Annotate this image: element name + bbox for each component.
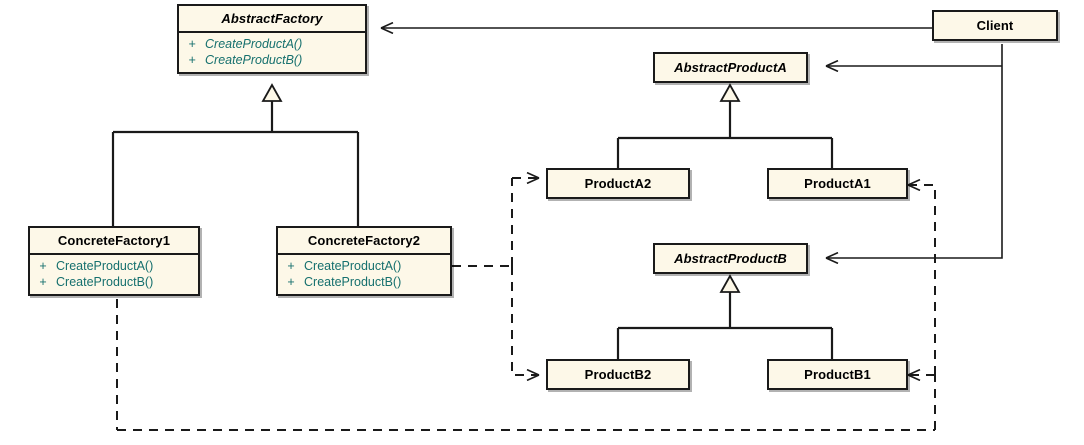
members-compartment-concrete-factory1: + CreateProductA() + CreateProductB(): [30, 255, 198, 294]
class-box-product-b1[interactable]: ProductB1: [767, 359, 908, 390]
compartment-divider: [179, 31, 365, 33]
member-visibility: +: [188, 53, 196, 67]
member-visibility: +: [39, 275, 47, 289]
member-row: + CreateProductB(): [30, 274, 198, 290]
edge-dependency-concretefactory1-creates: [116, 185, 936, 431]
class-title-product-a2: ProductA2: [584, 176, 652, 191]
class-title-product-b1: ProductB1: [804, 367, 871, 382]
class-title-abstract-factory: AbstractFactory: [221, 11, 323, 26]
member-visibility: +: [287, 275, 295, 289]
edge-generalization-products-b: [616, 274, 834, 359]
class-title-client: Client: [976, 18, 1014, 33]
member-visibility: +: [39, 259, 47, 273]
member-visibility: +: [287, 259, 295, 273]
edge-generalization-products-a: [616, 83, 834, 168]
member-row: + CreateProductA(): [30, 258, 198, 274]
class-title-concrete-factory1: ConcreteFactory1: [57, 233, 171, 248]
class-box-abstract-product-b[interactable]: AbstractProductB: [653, 243, 808, 274]
edge-dependency-concretefactory2-creates: [452, 178, 539, 375]
class-box-product-a2[interactable]: ProductA2: [546, 168, 690, 199]
class-title-product-a1: ProductA1: [804, 176, 871, 191]
class-title-abstract-product-b: AbstractProductB: [674, 251, 787, 266]
member-row: + CreateProductA(): [179, 36, 365, 52]
members-compartment-concrete-factory2: + CreateProductA() + CreateProductB(): [278, 255, 450, 294]
class-box-concrete-factory1[interactable]: ConcreteFactory1 + CreateProductA() + Cr…: [28, 226, 200, 296]
member-row: + CreateProductB(): [179, 52, 365, 68]
edge-generalization-factories: [111, 83, 360, 226]
class-box-product-a1[interactable]: ProductA1: [767, 168, 908, 199]
class-box-product-b2[interactable]: ProductB2: [546, 359, 690, 390]
class-box-client[interactable]: Client: [932, 10, 1058, 41]
member-signature: CreateProductB(): [205, 53, 303, 67]
edge-client-to-abstractproductb: [826, 44, 1003, 258]
member-visibility: +: [188, 37, 196, 51]
member-row: + CreateProductA(): [278, 258, 450, 274]
class-box-abstract-factory[interactable]: AbstractFactory + CreateProductA() + Cre…: [177, 4, 367, 74]
member-row: + CreateProductB(): [278, 274, 450, 290]
member-signature: CreateProductA(): [304, 259, 402, 273]
member-signature: CreateProductB(): [56, 275, 154, 289]
member-signature: CreateProductA(): [205, 37, 303, 51]
class-box-concrete-factory2[interactable]: ConcreteFactory2 + CreateProductA() + Cr…: [276, 226, 452, 296]
member-signature: CreateProductB(): [304, 275, 402, 289]
class-title-concrete-factory2: ConcreteFactory2: [307, 233, 421, 248]
class-box-abstract-product-a[interactable]: AbstractProductA: [653, 52, 808, 83]
members-compartment-abstract-factory: + CreateProductA() + CreateProductB(): [179, 33, 365, 72]
class-title-product-b2: ProductB2: [584, 367, 652, 382]
compartment-divider: [278, 253, 450, 255]
member-signature: CreateProductA(): [56, 259, 154, 273]
compartment-divider: [30, 253, 198, 255]
class-title-abstract-product-a: AbstractProductA: [674, 60, 787, 75]
